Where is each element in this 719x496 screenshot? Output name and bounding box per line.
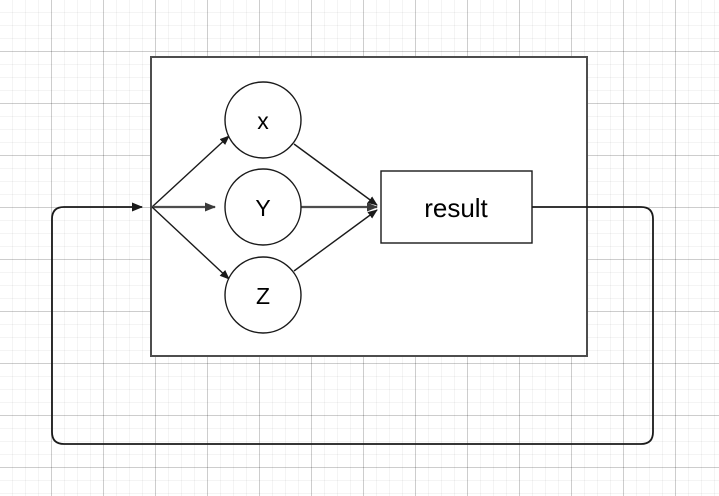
node-result-label: result [424, 193, 488, 223]
edge-junction-to-z[interactable] [151, 206, 230, 280]
node-z[interactable] [224, 256, 302, 334]
node-z-label: Z [256, 283, 270, 309]
edge-z-to-result[interactable] [293, 209, 378, 272]
edge-x-to-result[interactable] [293, 143, 378, 206]
node-y-label: Y [255, 195, 270, 221]
node-x-label: x [257, 108, 269, 134]
feedback-loop-path[interactable] [51, 202, 654, 445]
node-y[interactable] [224, 168, 302, 246]
node-result[interactable] [380, 170, 533, 244]
node-x[interactable] [224, 81, 302, 159]
edge-junction-to-x[interactable] [151, 135, 230, 208]
